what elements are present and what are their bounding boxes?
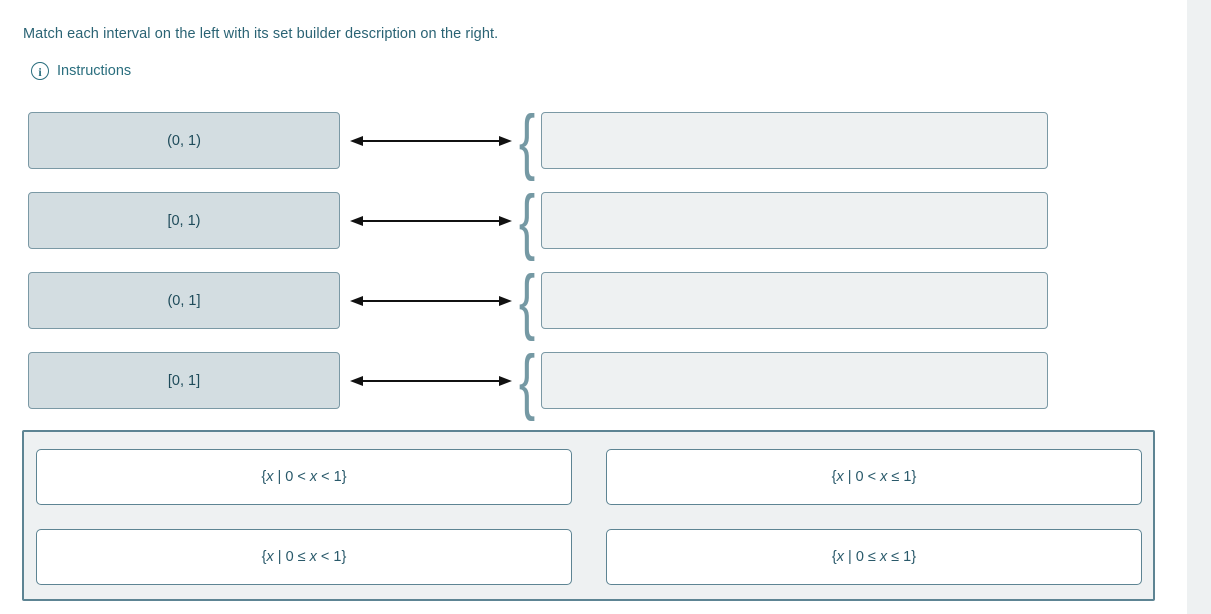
match-arrow bbox=[350, 294, 512, 308]
prompt-text: Match each interval on the left with its… bbox=[23, 26, 499, 42]
option-label: {x | 0 ≤ x < 1} bbox=[261, 549, 347, 565]
interval-tile[interactable]: (0, 1] bbox=[28, 272, 340, 329]
drop-zone[interactable] bbox=[541, 272, 1048, 329]
answer-bank-grid: {x | 0 < x < 1} {x | 0 < x ≤ 1} {x | 0 ≤… bbox=[24, 432, 1153, 585]
instructions-link[interactable]: i Instructions bbox=[31, 62, 131, 80]
interval-label: [0, 1) bbox=[167, 212, 201, 229]
match-arrow bbox=[350, 134, 512, 148]
answer-option-tile[interactable]: {x | 0 ≤ x < 1} bbox=[36, 529, 572, 585]
interval-label: (0, 1) bbox=[167, 132, 201, 149]
brace-decoration: { bbox=[518, 259, 536, 342]
brace-decoration: { bbox=[518, 99, 536, 182]
page-gutter bbox=[1187, 0, 1211, 614]
match-rows: (0, 1) { [0, 1) { (0, 1] bbox=[28, 99, 1048, 422]
match-row: [0, 1) { bbox=[28, 179, 1048, 262]
answer-option-tile[interactable]: {x | 0 < x < 1} bbox=[36, 449, 572, 505]
answer-option-tile[interactable]: {x | 0 ≤ x ≤ 1} bbox=[606, 529, 1142, 585]
match-arrow bbox=[350, 214, 512, 228]
drop-zone[interactable] bbox=[541, 352, 1048, 409]
interval-label: [0, 1] bbox=[167, 372, 201, 389]
option-label: {x | 0 ≤ x ≤ 1} bbox=[831, 549, 917, 565]
interval-label: (0, 1] bbox=[167, 292, 201, 309]
instructions-label: Instructions bbox=[57, 63, 132, 79]
match-row: (0, 1] { bbox=[28, 259, 1048, 342]
interval-tile[interactable]: (0, 1) bbox=[28, 112, 340, 169]
answer-option-tile[interactable]: {x | 0 < x ≤ 1} bbox=[606, 449, 1142, 505]
brace-decoration: { bbox=[518, 339, 536, 422]
drop-zone[interactable] bbox=[541, 192, 1048, 249]
info-icon: i bbox=[31, 62, 49, 80]
option-label: {x | 0 < x < 1} bbox=[261, 469, 347, 485]
match-arrow bbox=[350, 374, 512, 388]
match-row: (0, 1) { bbox=[28, 99, 1048, 182]
interval-tile[interactable]: [0, 1) bbox=[28, 192, 340, 249]
option-label: {x | 0 < x ≤ 1} bbox=[831, 469, 917, 485]
match-row: [0, 1] { bbox=[28, 339, 1048, 422]
brace-decoration: { bbox=[518, 179, 536, 262]
interval-tile[interactable]: [0, 1] bbox=[28, 352, 340, 409]
answer-bank: {x | 0 < x < 1} {x | 0 < x ≤ 1} {x | 0 ≤… bbox=[22, 430, 1155, 601]
drop-zone[interactable] bbox=[541, 112, 1048, 169]
